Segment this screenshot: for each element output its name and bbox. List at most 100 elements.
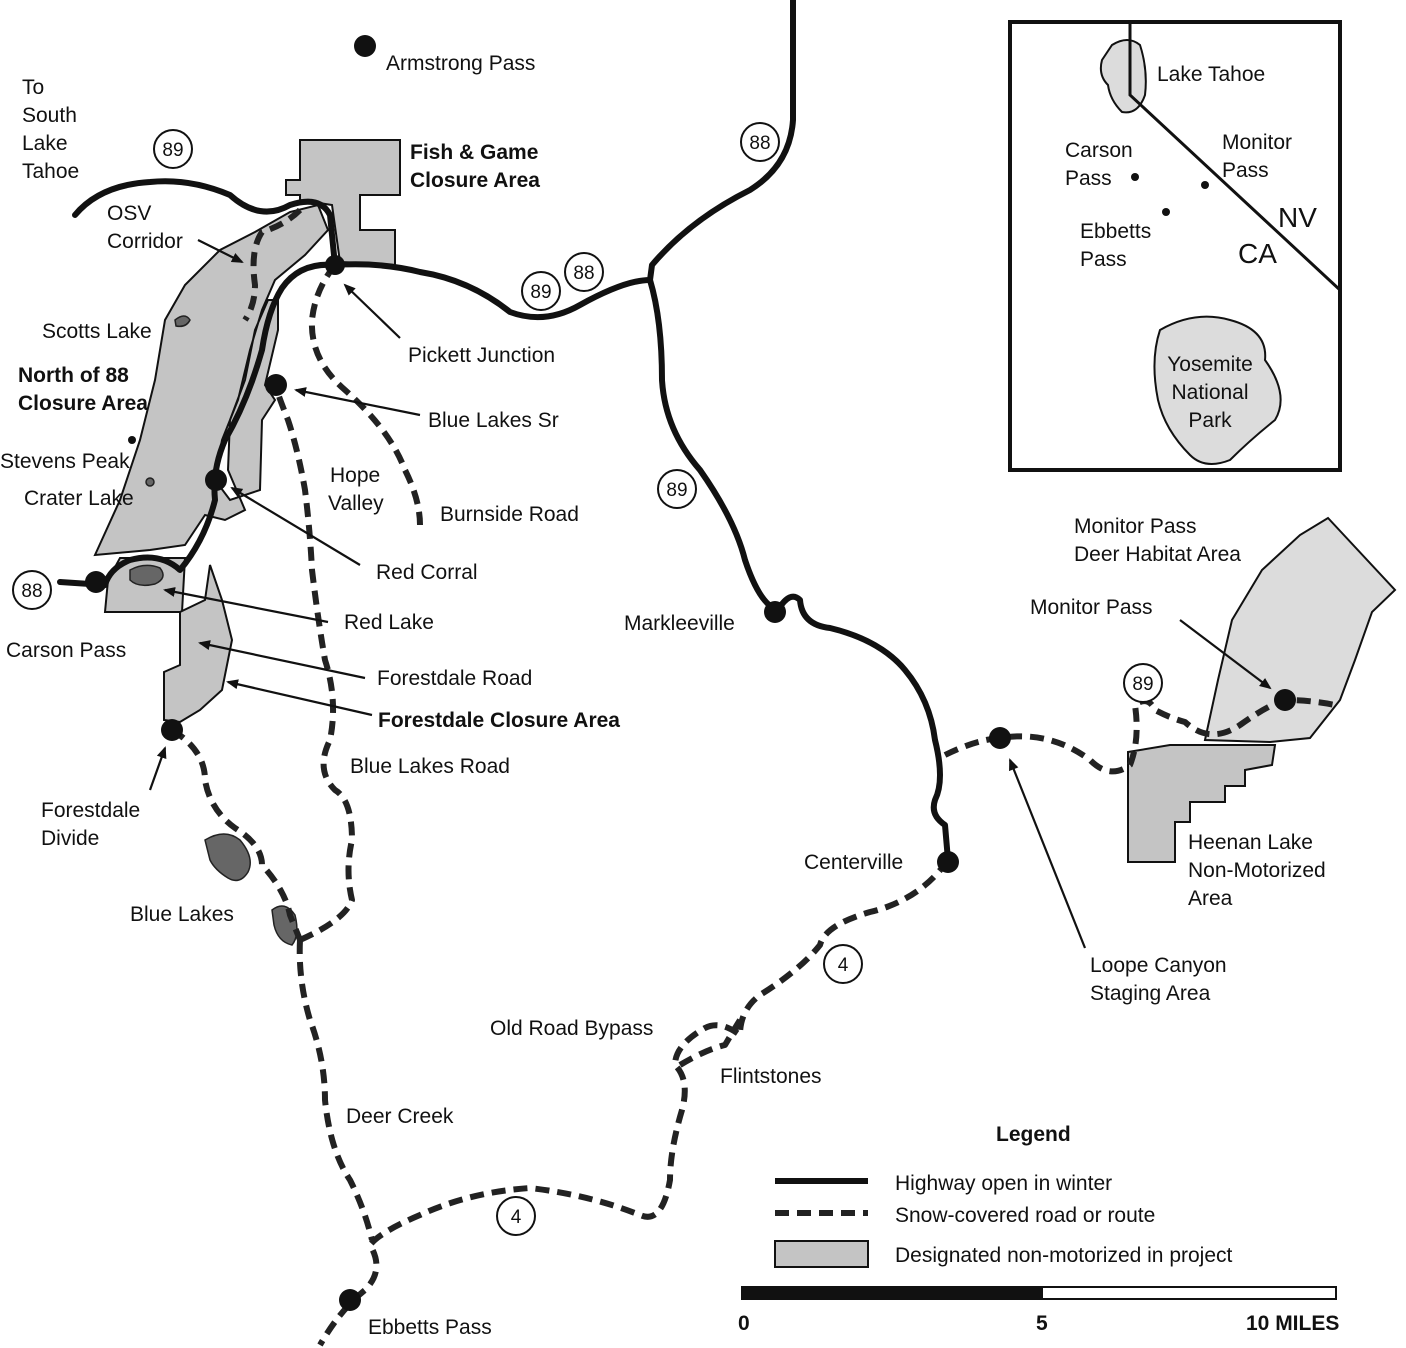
route-89-shield: 89 <box>1123 663 1163 703</box>
svg-text:Monitor: Monitor <box>1222 131 1292 154</box>
svg-text:88: 88 <box>573 263 594 284</box>
label-hope-valley: Hope <box>330 464 380 487</box>
label-to-south-lake-tahoe: To <box>22 76 44 99</box>
svg-text:Valley: Valley <box>328 492 384 515</box>
label-deer-creek: Deer Creek <box>346 1105 454 1128</box>
label-forestdale-divide: Forestdale <box>41 799 140 822</box>
label-burnside-road: Burnside Road <box>440 503 579 526</box>
svg-text:Pass: Pass <box>1065 167 1112 190</box>
legend-non-motorized: Designated non-motorized in project <box>895 1244 1233 1267</box>
state-line <box>1128 22 1342 292</box>
label-armstrong-pass: Armstrong Pass <box>386 52 535 75</box>
label-fish-game: Fish & Game <box>410 141 538 164</box>
forestdale-closure-area <box>163 564 234 724</box>
highway-4-route <box>317 858 951 1347</box>
label-old-road-bypass: Old Road Bypass <box>490 1017 653 1040</box>
osv-corridor-route <box>242 207 303 322</box>
svg-text:Lake: Lake <box>22 132 68 155</box>
red-lake <box>129 564 164 587</box>
map-labels: Armstrong Pass To South Lake Tahoe Fish … <box>0 52 1326 1339</box>
legend-title: Legend <box>996 1123 1071 1146</box>
label-forestdale-road: Forestdale Road <box>377 667 532 690</box>
label-loope-canyon: Loope Canyon <box>1090 954 1227 977</box>
label-monitor-deer-habitat: Monitor Pass <box>1074 515 1197 538</box>
svg-text:10 MILES: 10 MILES <box>1246 1312 1339 1335</box>
label-ebbetts-pass: Ebbetts Pass <box>368 1316 492 1339</box>
legend-snow-route: Snow-covered road or route <box>895 1204 1155 1227</box>
label-pickett-junction: Pickett Junction <box>408 344 555 367</box>
label-forestdale-closure: Forestdale Closure Area <box>378 709 620 732</box>
svg-text:Carson: Carson <box>1065 139 1133 162</box>
label-red-corral: Red Corral <box>376 561 478 584</box>
blue-lakes-upper <box>204 833 251 882</box>
route-4-shield: 4 <box>823 944 863 984</box>
location-dots <box>85 35 1296 1311</box>
svg-text:89: 89 <box>530 282 551 303</box>
old-road-bypass-route <box>678 1018 743 1068</box>
monitor-pass-deer-habitat-area <box>1203 516 1397 744</box>
burnside-road-route <box>308 263 423 526</box>
callout-arrows <box>148 239 1272 949</box>
label-blue-lakes: Blue Lakes <box>130 903 234 926</box>
svg-text:5: 5 <box>1036 1312 1048 1335</box>
label-red-lake: Red Lake <box>344 611 434 634</box>
forestdale-road-route <box>170 727 303 942</box>
label-north-of-88: North of 88 <box>18 364 129 387</box>
svg-text:88: 88 <box>21 581 42 602</box>
svg-text:South: South <box>22 104 77 127</box>
svg-text:89: 89 <box>1132 674 1153 695</box>
blue-lakes-road-route <box>272 384 355 943</box>
route-88-shield: 88 <box>564 252 604 292</box>
inset-lake-tahoe <box>1099 39 1147 114</box>
svg-text:4: 4 <box>838 955 849 976</box>
route-89-shield: 89 <box>153 129 193 169</box>
svg-text:Tahoe: Tahoe <box>22 160 79 183</box>
svg-text:Pass: Pass <box>1222 159 1269 182</box>
label-carson-pass: Carson Pass <box>6 639 126 662</box>
label-flintstones: Flintstones <box>720 1065 822 1088</box>
svg-text:Closure Area: Closure Area <box>18 392 148 415</box>
inset-locator-map: Lake Tahoe Carson Pass Monitor Pass Ebbe… <box>1008 20 1342 472</box>
svg-text:Staging Area: Staging Area <box>1090 982 1211 1005</box>
label-heenan-lake: Heenan Lake <box>1188 831 1313 854</box>
svg-text:89: 89 <box>666 480 687 501</box>
svg-text:NV: NV <box>1278 202 1317 233</box>
blue-lakes-lower <box>271 905 298 946</box>
svg-text:88: 88 <box>749 133 770 154</box>
svg-text:Deer Habitat Area: Deer Habitat Area <box>1074 543 1241 566</box>
route-88-shield: 88 <box>12 570 52 610</box>
label-crater-lake: Crater Lake <box>24 487 134 510</box>
legend: Legend Highway open in winter Snow-cover… <box>774 1123 1233 1268</box>
label-markleeville: Markleeville <box>624 612 735 635</box>
label-blue-lakes-road: Blue Lakes Road <box>350 755 510 778</box>
heenan-lake-area <box>1127 744 1277 863</box>
north-of-88-closure-area <box>93 203 330 557</box>
svg-text:0: 0 <box>738 1312 750 1335</box>
route-89-shield: 89 <box>657 469 697 509</box>
legend-highway: Highway open in winter <box>895 1172 1112 1195</box>
svg-text:4: 4 <box>511 1207 522 1228</box>
svg-text:Corridor: Corridor <box>107 230 183 253</box>
crater-lake <box>145 477 155 487</box>
route-4-shield: 4 <box>496 1196 536 1236</box>
svg-text:Lake Tahoe: Lake Tahoe <box>1157 63 1265 86</box>
label-centerville: Centerville <box>804 851 903 874</box>
label-osv-corridor: OSV <box>107 202 151 225</box>
route-88-shield: 88 <box>740 122 780 162</box>
label-stevens-peak: Stevens Peak <box>0 450 130 473</box>
svg-text:CA: CA <box>1238 238 1277 269</box>
label-blue-lakes-sr: Blue Lakes Sr <box>428 409 559 432</box>
svg-text:Closure Area: Closure Area <box>410 169 540 192</box>
highway-89-north <box>72 178 338 268</box>
svg-text:Area: Area <box>1188 887 1233 910</box>
scale-bar: 0 5 10 MILES <box>738 1286 1339 1335</box>
svg-text:Divide: Divide <box>41 827 99 850</box>
label-scotts-lake: Scotts Lake <box>42 320 152 343</box>
scotts-lake <box>174 315 191 328</box>
svg-text:89: 89 <box>162 140 183 161</box>
label-monitor-pass: Monitor Pass <box>1030 596 1153 619</box>
highway-89-south <box>647 277 951 863</box>
highway-88-89 <box>332 0 796 321</box>
inset-yosemite <box>1153 315 1282 465</box>
